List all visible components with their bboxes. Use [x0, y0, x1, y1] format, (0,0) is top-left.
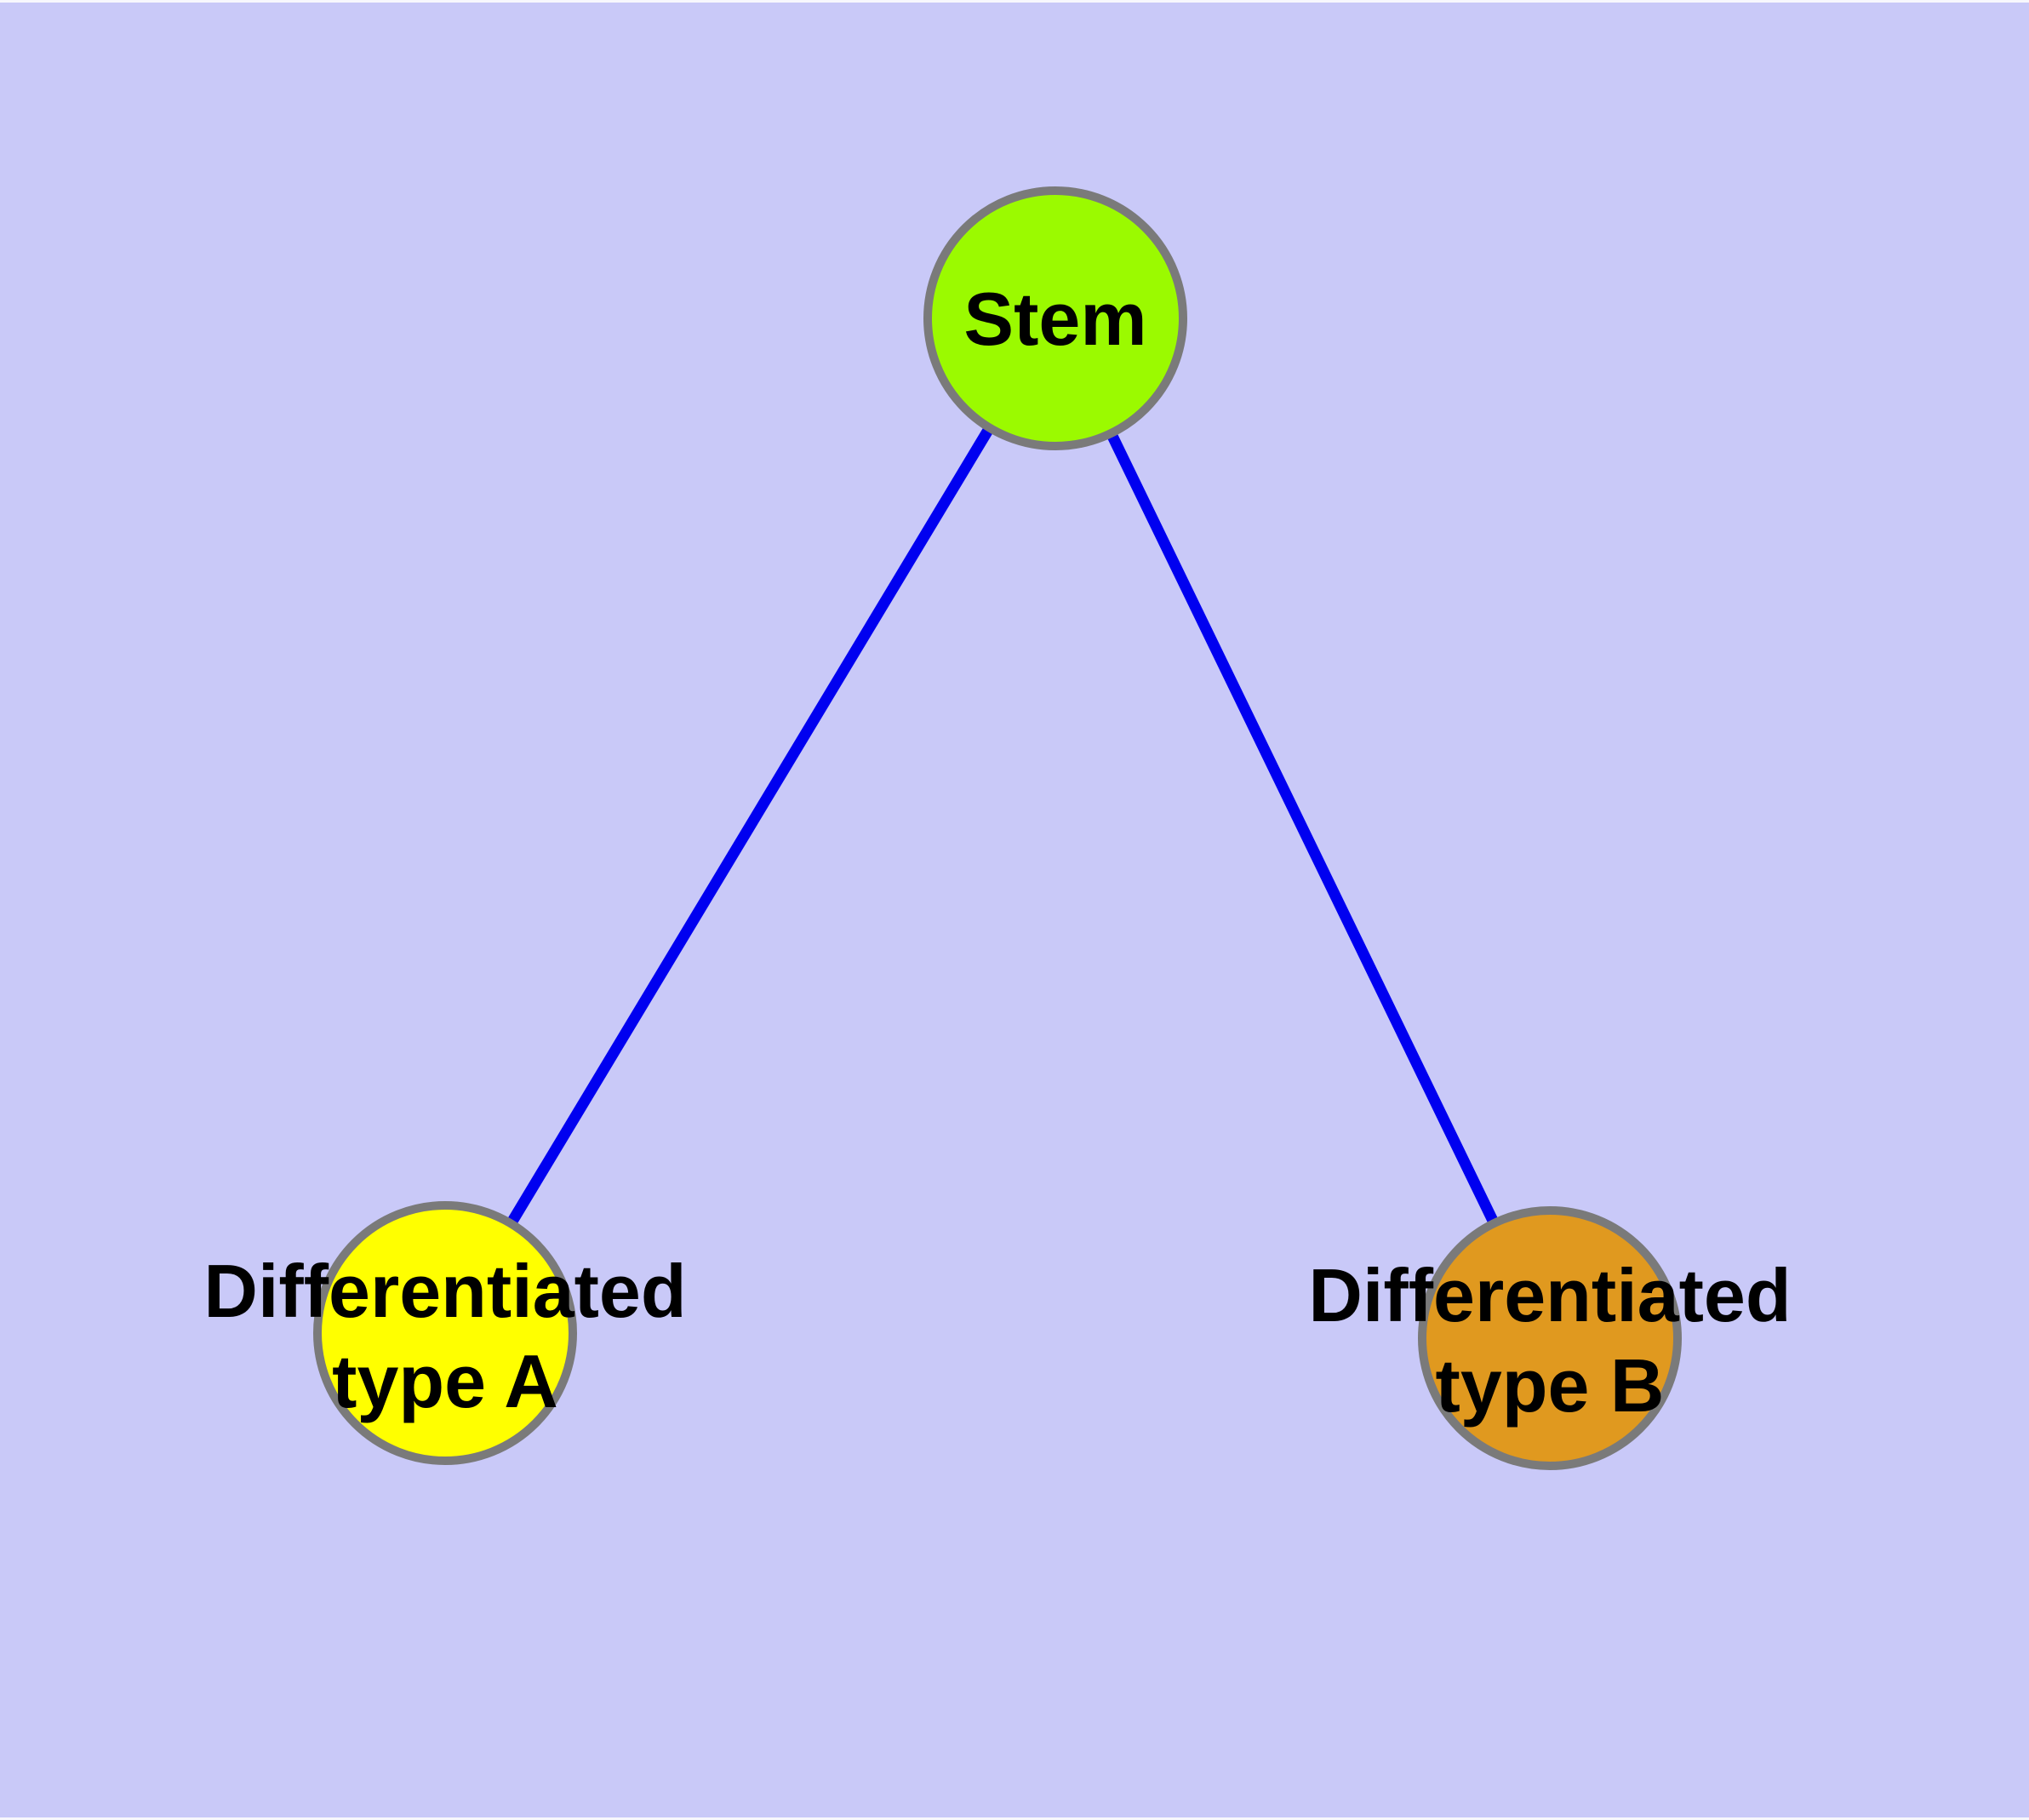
node-type-a-label-line2: type A — [332, 1339, 558, 1423]
edge-stem-to-type-a — [440, 315, 1060, 1336]
top-margin-strip — [0, 0, 2029, 3]
node-type-b-label-line2: type B — [1436, 1343, 1665, 1428]
bottom-margin-strip — [0, 1817, 2029, 1820]
node-type-a-circle — [313, 1201, 577, 1465]
node-type-b-circle — [1418, 1206, 1682, 1470]
node-type-a-label-line1: Differentiated — [203, 1249, 686, 1333]
edge-stem-to-type-b — [1050, 316, 1555, 1341]
node-stem-circle — [923, 186, 1187, 450]
node-type-b-label-line1: Differentiated — [1308, 1253, 1791, 1337]
node-stem-label: Stem — [963, 277, 1146, 361]
